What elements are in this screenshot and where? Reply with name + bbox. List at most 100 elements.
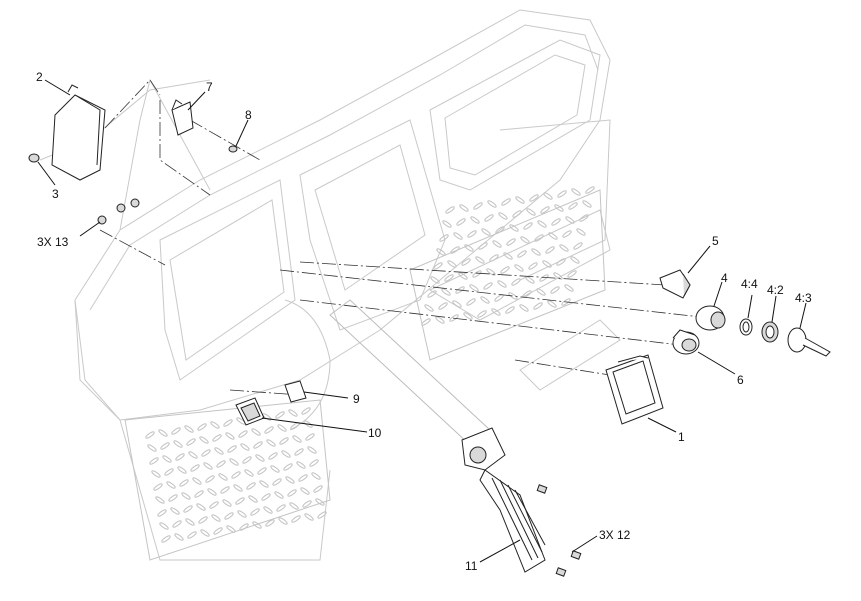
tread-mark (466, 298, 476, 306)
tread-mark (439, 234, 449, 242)
part-3-nut[interactable] (28, 153, 40, 163)
tread-mark (313, 485, 323, 493)
tread-mark (498, 212, 508, 220)
tread-mark (201, 449, 211, 457)
tread-mark (436, 248, 446, 256)
tread-mark (537, 220, 547, 228)
part-11-column[interactable] (329, 299, 546, 573)
tread-mark (268, 452, 278, 460)
tread-mark (505, 306, 515, 314)
tread-mark (509, 224, 519, 232)
tread-mark (275, 411, 285, 419)
part-2-bracket[interactable] (51, 84, 106, 181)
tread-mark (484, 214, 494, 222)
tread-mark (199, 436, 209, 444)
tread-mark (281, 450, 291, 458)
tread-mark (170, 507, 180, 515)
callout-5: 5 (712, 234, 719, 248)
part-7-clip[interactable] (171, 99, 194, 136)
tread-mark (179, 479, 189, 487)
tread-mark (531, 248, 541, 256)
part-4-3-key[interactable] (787, 327, 831, 357)
tread-mark (582, 200, 592, 208)
tread-mark (227, 445, 237, 453)
part-4-4-washer[interactable] (739, 318, 753, 336)
tread-mark (251, 428, 261, 436)
tread-mark (259, 480, 269, 488)
part-4-ignition[interactable] (695, 305, 726, 331)
tread-mark (265, 519, 275, 527)
part-8-screw[interactable] (228, 145, 238, 153)
callout-4: 4 (721, 271, 728, 285)
tread-mark (161, 535, 171, 543)
tread-mark (554, 204, 564, 212)
tread-mark (562, 230, 572, 238)
part-5-switch[interactable] (659, 269, 691, 299)
tread-mark (508, 292, 518, 300)
tread-mark (526, 208, 536, 216)
callout-4-2: 4:2 (767, 283, 784, 297)
tread-mark (279, 437, 289, 445)
tread-mark (238, 430, 248, 438)
tread-mark (435, 316, 445, 324)
tread-mark (298, 474, 308, 482)
tread-mark (263, 506, 273, 514)
tread-mark (506, 238, 516, 246)
tread-mark (450, 246, 460, 254)
tread-mark (184, 425, 194, 433)
tread-mark (444, 274, 454, 282)
tread-mark (529, 194, 539, 202)
tread-mark (301, 407, 311, 415)
tread-mark (196, 503, 206, 511)
tread-mark (464, 244, 474, 252)
tread-mark (157, 509, 167, 517)
tread-mark (151, 470, 161, 478)
tread-mark (211, 514, 221, 522)
part-10-switch[interactable] (235, 397, 265, 426)
tread-mark (303, 420, 313, 428)
tread-mark (248, 495, 258, 503)
tread-mark (547, 300, 557, 308)
part-6-socket[interactable] (672, 329, 700, 355)
tread-mark (452, 300, 462, 308)
tread-mark (205, 475, 215, 483)
tread-mark (503, 252, 513, 260)
tread-mark (470, 216, 480, 224)
callout-4-4: 4:4 (741, 277, 758, 291)
floor-tread-right (409, 186, 606, 361)
tread-mark (539, 274, 549, 282)
part-13-nuts[interactable] (97, 198, 140, 225)
tread-mark (568, 202, 578, 210)
tread-mark (447, 260, 457, 268)
tread-mark (501, 198, 511, 206)
tread-mark (186, 438, 196, 446)
tread-mark (536, 288, 546, 296)
tread-mark (292, 435, 302, 443)
tread-mark (545, 246, 555, 254)
tread-mark (294, 448, 304, 456)
tread-mark (565, 216, 575, 224)
part-9-cover[interactable] (284, 380, 307, 403)
tread-mark (192, 477, 202, 485)
tread-mark (153, 483, 163, 491)
callout-13: 3X 13 (37, 235, 69, 249)
tread-mark (237, 510, 247, 518)
tread-mark (277, 424, 287, 432)
tread-mark (173, 440, 183, 448)
tread-mark (315, 498, 325, 506)
tread-mark (520, 236, 530, 244)
callout-8: 8 (245, 108, 252, 122)
tread-mark (246, 482, 256, 490)
part-1-display[interactable] (605, 354, 664, 425)
part-4-2-nut[interactable] (761, 321, 779, 343)
callout-2: 2 (36, 70, 43, 84)
tread-mark (200, 529, 210, 537)
tread-mark (183, 505, 193, 513)
tread-mark (261, 493, 271, 501)
tread-mark (214, 447, 224, 455)
part-12-bolts[interactable] (536, 484, 582, 577)
callout-6: 6 (737, 373, 744, 387)
tread-mark (475, 256, 485, 264)
tread-mark (573, 242, 583, 250)
